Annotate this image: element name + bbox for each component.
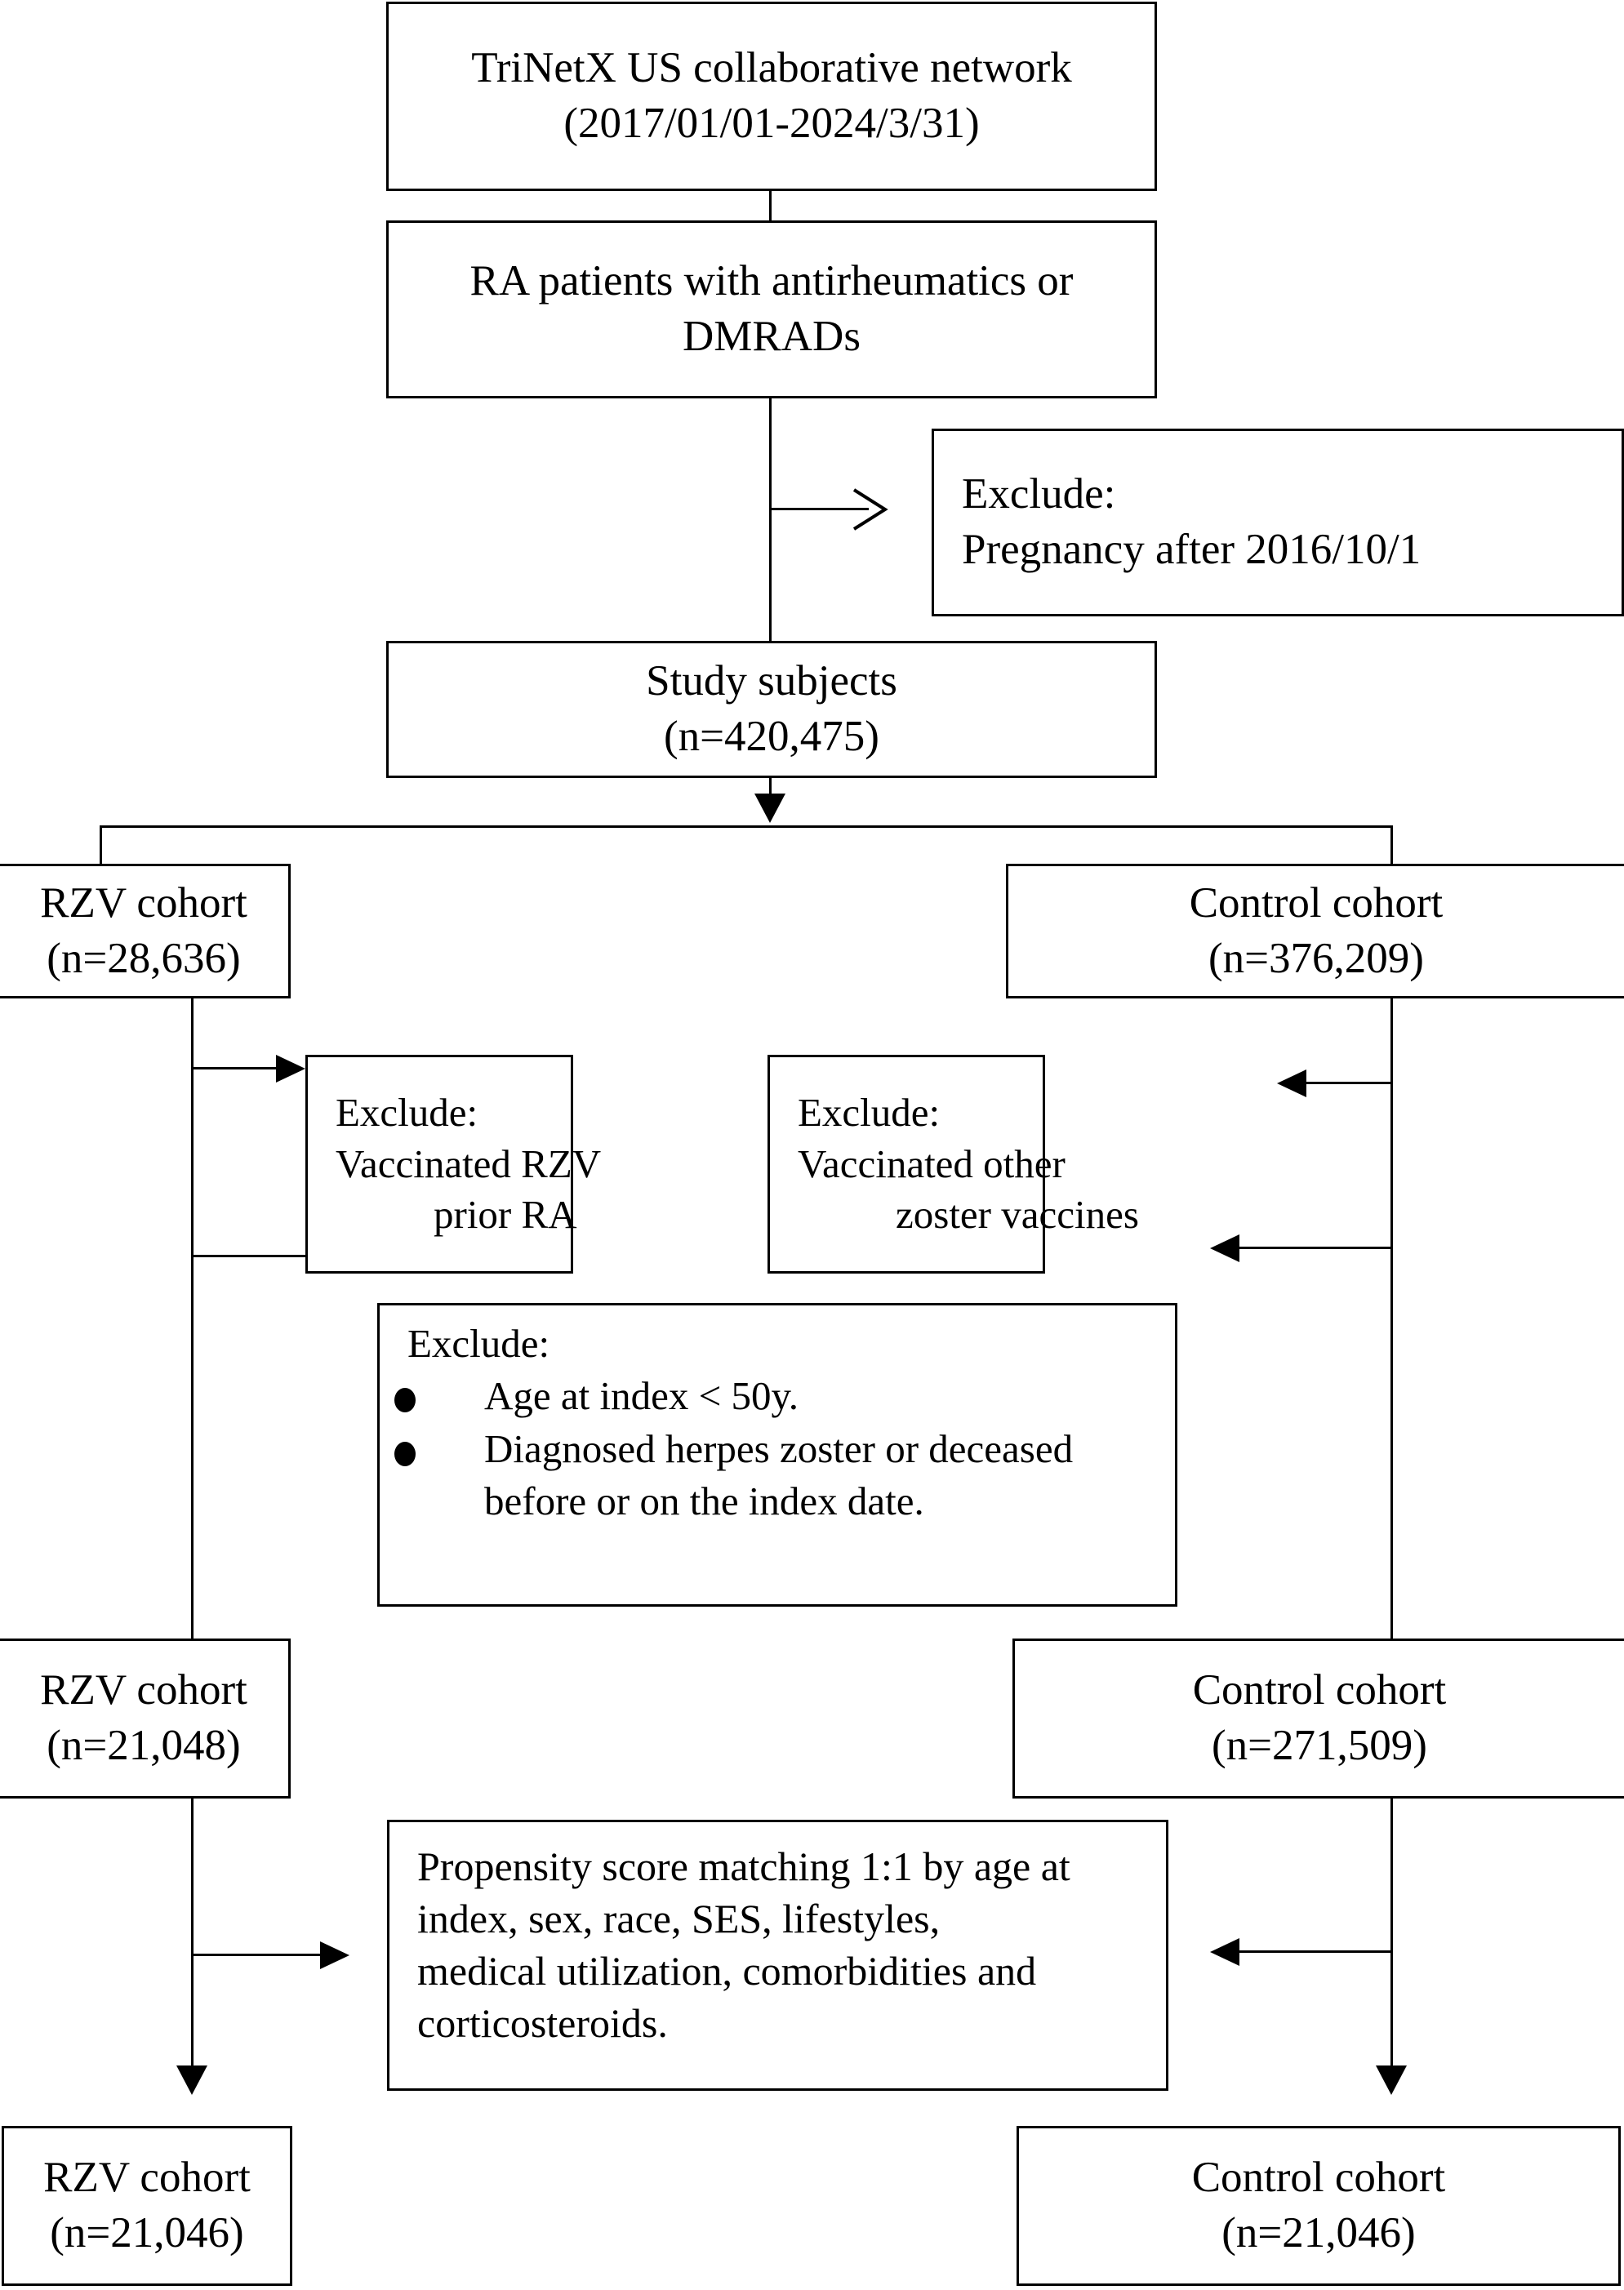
node-matching-line3: medical utilization, comorbidities and	[417, 1948, 1037, 1994]
node-study-subjects-line1: Study subjects	[646, 657, 897, 705]
node-rzv-cohort-2-line1: RZV cohort	[40, 1666, 247, 1714]
list-item: Diagnosed herpes zoster or deceased befo…	[380, 1423, 1175, 1527]
connector-source-to-population	[769, 189, 772, 222]
node-exclude-rzv-prior[interactable]: Exclude: Vaccinated RZV prior RA	[305, 1055, 601, 1274]
node-population[interactable]: RA patients with antirheumatics or DMRAD…	[386, 220, 1157, 398]
bullet-dot-icon	[394, 1441, 416, 1466]
node-exclude-other-zoster[interactable]: Exclude: Vaccinated other zoster vaccine…	[768, 1055, 1139, 1274]
connector-pregnancy-branch	[771, 508, 869, 510]
rzv-final-arrowhead-icon	[176, 2065, 207, 2095]
node-exclude-other-zoster-line2: Vaccinated other	[798, 1141, 1066, 1186]
node-exclude-rzv-prior-line1: Exclude:	[336, 1089, 478, 1135]
connector-split-to-control	[1390, 825, 1393, 865]
connector-rzv-to-exclude-rzv	[193, 1067, 278, 1069]
connector-population-to-study	[769, 398, 772, 643]
node-matching-line2: index, sex, race, SES, lifestyles,	[417, 1896, 941, 1941]
bullet-dot-icon	[394, 1388, 416, 1413]
node-exclude-age-hz-bullets: Age at index < 50y. Diagnosed herpes zos…	[380, 1370, 1175, 1529]
node-exclude-rzv-prior-line3: prior RA	[434, 1192, 577, 1238]
connector-rzv-trunk-upper	[191, 997, 194, 1641]
node-rzv-cohort-final[interactable]: RZV cohort (n=21,046)	[2, 2126, 292, 2286]
node-source[interactable]: TriNetX US collaborative network (2017/0…	[386, 2, 1157, 191]
node-control-cohort-1[interactable]: Control cohort (n=376,209)	[1006, 864, 1624, 998]
connector-split-to-rzv	[100, 825, 102, 865]
node-rzv-cohort-2-line2: (n=21,048)	[47, 1722, 241, 1769]
node-matching-line1: Propensity score matching 1:1 by age at	[417, 1843, 1070, 1889]
node-control-cohort-2-line2: (n=271,509)	[1212, 1722, 1427, 1769]
connector-control-trunk-lower	[1390, 1794, 1393, 2073]
node-exclude-pregnancy-line2: Pregnancy after 2016/10/1	[962, 526, 1422, 573]
node-study-subjects-line2: (n=420,475)	[664, 713, 879, 760]
node-exclude-pregnancy[interactable]: Exclude: Pregnancy after 2016/10/1	[932, 429, 1624, 616]
exclude-zoster-arrowhead-icon	[1277, 1069, 1306, 1097]
node-matching[interactable]: Propensity score matching 1:1 by age at …	[387, 1820, 1168, 2091]
node-matching-line4: corticosteroids.	[417, 2000, 668, 2046]
node-rzv-cohort-final-line2: (n=21,046)	[50, 2209, 244, 2257]
connector-control-to-exclude-age	[1238, 1247, 1392, 1249]
connector-rzv-to-matching	[193, 1954, 322, 1956]
node-control-cohort-final-line1: Control cohort	[1191, 2154, 1446, 2202]
split-arrowhead-icon	[754, 794, 785, 823]
node-control-cohort-final[interactable]: Control cohort (n=21,046)	[1017, 2126, 1621, 2286]
connector-rzv-trunk-lower	[191, 1799, 194, 2073]
node-control-cohort-final-line2: (n=21,046)	[1221, 2209, 1416, 2257]
matching-right-arrowhead-icon	[1210, 1938, 1239, 1966]
node-source-line2: (2017/01/01-2024/3/31)	[563, 100, 980, 147]
node-control-cohort-1-line1: Control cohort	[1189, 878, 1444, 927]
connector-control-trunk-upper	[1390, 997, 1393, 1641]
connector-study-to-split	[769, 776, 772, 801]
node-rzv-cohort-2[interactable]: RZV cohort (n=21,048)	[0, 1639, 291, 1799]
bullet-text: Age at index < 50y.	[484, 1372, 799, 1418]
node-control-cohort-1-line2: (n=376,209)	[1208, 934, 1424, 982]
pregnancy-arrowhead-icon	[852, 488, 888, 531]
connector-control-to-matching	[1238, 1950, 1392, 1953]
list-item: Age at index < 50y.	[380, 1370, 1175, 1422]
node-rzv-cohort-1-line1: RZV cohort	[40, 878, 247, 927]
node-population-line2: DMRADs	[683, 313, 861, 360]
node-control-cohort-2[interactable]: Control cohort (n=271,509)	[1012, 1639, 1624, 1799]
node-rzv-cohort-1[interactable]: RZV cohort (n=28,636)	[0, 864, 291, 998]
bullet-text: Diagnosed herpes zoster or deceased befo…	[484, 1426, 1074, 1524]
node-exclude-other-zoster-line3: zoster vaccines	[896, 1192, 1139, 1238]
node-exclude-pregnancy-line1: Exclude:	[962, 470, 1116, 518]
exclude-age-right-arrowhead-icon	[1210, 1234, 1239, 1262]
node-exclude-other-zoster-line1: Exclude:	[798, 1089, 941, 1135]
matching-left-arrowhead-icon	[320, 1941, 349, 1969]
split-bar	[100, 825, 1393, 828]
connector-rzv-to-exclude-age	[193, 1255, 322, 1257]
node-exclude-age-hz-heading: Exclude:	[407, 1321, 550, 1366]
node-exclude-rzv-prior-line2: Vaccinated RZV	[336, 1141, 602, 1186]
exclude-rzv-arrowhead-icon	[276, 1055, 305, 1083]
node-population-line1: RA patients with antirheumatics or	[469, 257, 1074, 305]
node-source-line1: TriNetX US collaborative network	[471, 44, 1072, 92]
node-rzv-cohort-final-line1: RZV cohort	[43, 2154, 251, 2202]
node-control-cohort-2-line1: Control cohort	[1192, 1666, 1447, 1714]
connector-control-to-exclude-zoster	[1305, 1082, 1392, 1084]
node-study-subjects[interactable]: Study subjects (n=420,475)	[386, 641, 1157, 778]
node-exclude-age-hz[interactable]: Exclude: Age at index < 50y. Diagnosed h…	[377, 1303, 1177, 1607]
node-rzv-cohort-1-line2: (n=28,636)	[47, 934, 241, 982]
control-final-arrowhead-icon	[1376, 2065, 1407, 2095]
